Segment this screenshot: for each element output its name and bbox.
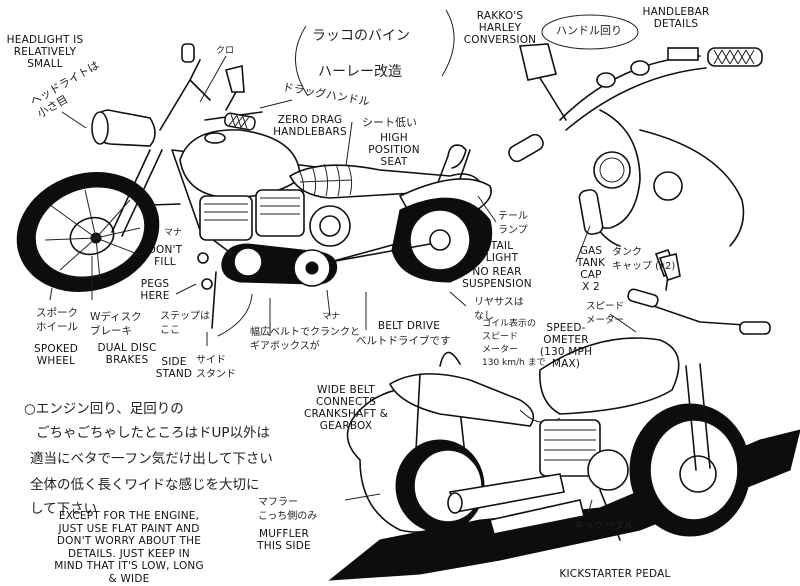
- no-rear-suspension-japanese: リヤサスは なし: [474, 297, 524, 322]
- wide-belt-japanese: 幅広ベルトでクランクと ギアボックスが: [250, 327, 360, 352]
- black-note-2-japanese: マナ: [322, 312, 341, 322]
- wide-belt-label: WIDE BELT CONNECTS CRANKSHAFT & GEARBOX: [303, 384, 389, 432]
- speedometer-japanese: コイル表示の スピード メーター 130 km/h まで: [482, 319, 546, 368]
- kickstarter-japanese: キックペダル: [574, 521, 634, 532]
- kickstarter-pedal-label: KICKSTARTER PEDAL: [559, 568, 671, 580]
- tail-light-label: TAIL LIGHT: [485, 240, 519, 264]
- gas-tank-cap-label: GAS TANK CAP X 2: [576, 245, 606, 293]
- gas-tank-2: [539, 337, 680, 415]
- main-motorcycle-drawing: [16, 43, 493, 329]
- muffler-this-side-label: MUFFLER THIS SIDE: [257, 528, 311, 552]
- general-note-japanese-line-4: 全体の低く長くワイドな感じを大切に: [30, 477, 260, 493]
- general-note-japanese-line-5: して下さい: [30, 501, 98, 517]
- handlebar-detail-drawing: [508, 43, 763, 291]
- speedometer-label: SPEED- OMETER (130 MPH MAX): [539, 322, 593, 370]
- title-decorations: [295, 9, 639, 97]
- zero-drag-handlebars-label: ZERO DRAG HANDLEBARS: [273, 114, 347, 138]
- general-note-japanese-line-2: ごちゃごちゃしたところはドUP以外は: [36, 425, 271, 441]
- headlight-label: HEADLIGHT IS RELATIVELY SMALL: [6, 34, 84, 70]
- leader-lines: [49, 55, 637, 515]
- side-stand-japanese: サイド スタンド: [196, 355, 236, 380]
- seat-2: [388, 373, 535, 427]
- general-note-japanese-line-3: 適当にベタで一フン気だけ出して下さい: [30, 451, 273, 467]
- dont-fill-label: DON'T FILL: [147, 244, 183, 268]
- general-note-english: EXCEPT FOR THE ENGINE, JUST USE FLAT PAI…: [54, 510, 204, 585]
- pegs-here-label: PEGS HERE: [140, 278, 170, 302]
- second-motorcycle-drawing: [328, 253, 800, 581]
- muffler-japanese: マフラー こっち側のみ: [258, 497, 318, 522]
- gas-tank: [179, 129, 301, 199]
- spoked-wheel-label: SPOKED WHEEL: [33, 343, 79, 367]
- front-wheel: [16, 172, 160, 292]
- tail-light-japanese: テール ランプ: [498, 211, 528, 236]
- pegs-japanese: ステップは ここ: [160, 311, 210, 336]
- dual-disc-brakes-label: DUAL DISC BRAKES: [97, 342, 157, 366]
- engine-cylinder-front: [199, 195, 253, 241]
- gas-tank-cap-shape: [653, 171, 683, 201]
- gas-tank-cap-japanese: タンク キャップ (x2): [612, 247, 676, 272]
- dual-disc-japanese: Wディスク ブレーキ: [90, 311, 142, 337]
- engine-cylinder-rear: [255, 189, 305, 237]
- seat-japanese: シート低い: [362, 116, 417, 129]
- dont-fill-japanese: マナ: [164, 228, 183, 238]
- title-japanese-line-1: ラッコのバイン: [312, 28, 410, 44]
- speedometer-callout-japanese: スピード メーター: [586, 301, 625, 326]
- title-english: RAKKO'S HARLEY CONVERSION: [463, 10, 537, 46]
- high-position-seat-label: HIGH POSITION SEAT: [368, 132, 420, 168]
- belt-drive-label: BELT DRIVE: [377, 320, 441, 332]
- title-japanese-line-2: ハーレー改造: [318, 64, 402, 80]
- spoked-wheel-japanese: スポーク ホイール: [36, 307, 78, 333]
- belt-drive-japanese: ベルトドライブです: [356, 335, 451, 347]
- general-note-japanese-line-1: ○エンジン回り、足回りの: [24, 401, 184, 417]
- mirror-left: [519, 43, 557, 81]
- black-note-japanese: クロ: [216, 46, 235, 56]
- speedometer-dial: [593, 151, 631, 189]
- no-rear-suspension-label: NO REAR SUSPENSION: [462, 266, 532, 290]
- handlebar-details-english: HANDLEBAR DETAILS: [642, 6, 710, 30]
- handlebar-details-japanese: ハンドル回り: [556, 24, 622, 37]
- side-stand-label: SIDE STAND: [155, 356, 193, 380]
